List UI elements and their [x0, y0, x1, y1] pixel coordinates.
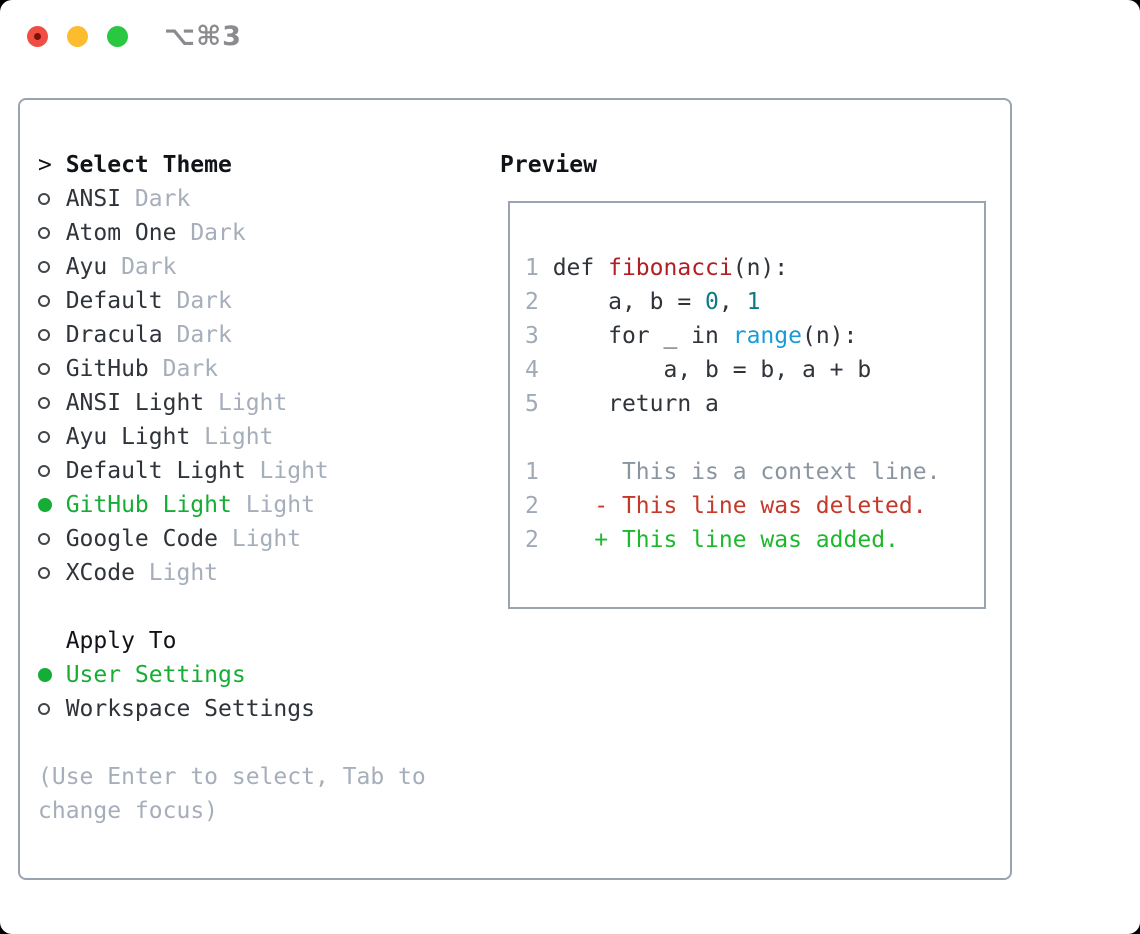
radio-icon	[38, 261, 50, 273]
theme-name: XCode	[65, 560, 135, 586]
radio-icon	[38, 533, 50, 545]
theme-name: Ayu	[65, 254, 108, 280]
line-number: 5	[525, 391, 539, 417]
theme-option-github-light[interactable]: GitHub Light Light	[38, 488, 426, 522]
radio-icon	[38, 295, 50, 307]
apply-option-label: User Settings	[65, 662, 246, 688]
preview-line: 4 a, b = b, a + b	[525, 357, 872, 383]
theme-variant-label: Dark	[121, 254, 177, 280]
preview-line: 2 a, b = 0, 1	[525, 289, 761, 315]
theme-option-xcode[interactable]: XCode Light	[38, 556, 426, 590]
close-dot-icon	[34, 33, 41, 40]
minimize-button[interactable]	[67, 26, 88, 47]
theme-variant-label: Light	[204, 424, 274, 450]
preview-line: 2 - This line was deleted.	[525, 493, 927, 519]
theme-variant-label: Light	[148, 560, 219, 586]
radio-icon	[38, 465, 50, 477]
theme-name: GitHub	[65, 356, 149, 382]
line-number: 1	[525, 255, 539, 281]
theme-variant-label: Dark	[162, 356, 219, 382]
theme-name: ANSI Light	[65, 390, 205, 416]
theme-variant-label: Light	[259, 458, 329, 484]
radio-icon	[38, 227, 50, 239]
apply-to-header: Apply To	[38, 624, 426, 658]
radio-selected-icon	[38, 668, 52, 682]
theme-variant-label: Dark	[190, 220, 246, 246]
theme-option-github[interactable]: GitHub Dark	[38, 352, 426, 386]
theme-option-default[interactable]: Default Dark	[38, 284, 426, 318]
preview-column: Preview 1 def fibonacci(n): 2 a, b = 0, 1…	[500, 148, 1000, 609]
line-number: 2	[525, 493, 539, 519]
theme-name: Google Code	[65, 526, 219, 552]
line-number: 2	[525, 289, 539, 315]
theme-variant-label: Dark	[176, 322, 232, 348]
apply-option-label: Workspace Settings	[65, 696, 315, 722]
titlebar: ⌥⌘3	[0, 0, 1140, 74]
radio-icon	[38, 567, 50, 579]
theme-variant-label: Light	[218, 390, 288, 416]
radio-selected-icon	[38, 498, 52, 512]
apply-option-user-settings[interactable]: User Settings	[38, 658, 426, 692]
theme-name: Atom One	[65, 220, 177, 246]
theme-name: GitHub Light	[65, 492, 232, 518]
apply-option-workspace-settings[interactable]: Workspace Settings	[38, 692, 426, 726]
close-button[interactable]	[27, 26, 48, 47]
theme-variant-label: Light	[245, 492, 315, 518]
theme-option-ayu-light[interactable]: Ayu Light Light	[38, 420, 426, 454]
preview-title: Preview	[500, 152, 597, 178]
line-number: 1	[525, 459, 539, 485]
theme-option-ansi[interactable]: ANSI Dark	[38, 182, 426, 216]
theme-name: Default	[65, 288, 163, 314]
help-line-2: change focus)	[38, 798, 219, 824]
help-line-1: (Use Enter to select, Tab to	[38, 764, 426, 790]
theme-name: Ayu Light	[65, 424, 191, 450]
preview-line: 3 for _ in range(n):	[525, 323, 858, 349]
preview-line: 1 This is a context line.	[525, 459, 941, 485]
preview-line: 1 def fibonacci(n):	[525, 255, 789, 281]
preview-box: 1 def fibonacci(n): 2 a, b = 0, 1 3 for _ …	[508, 201, 986, 609]
theme-name: Dracula	[65, 322, 163, 348]
preview-code: 1 def fibonacci(n): 2 a, b = 0, 1 3 for _ …	[510, 203, 984, 557]
radio-icon	[38, 397, 50, 409]
theme-variant-label: Dark	[176, 288, 232, 314]
theme-name: Default Light	[65, 458, 246, 484]
line-number: 3	[525, 323, 539, 349]
line-number: 4	[525, 357, 539, 383]
line-number: 2	[525, 527, 539, 553]
spacer	[38, 590, 426, 624]
theme-variant-label: Dark	[134, 186, 191, 212]
help-text: (Use Enter to select, Tab to change focu…	[38, 760, 426, 828]
preview-line	[525, 421, 984, 455]
prompt-caret-icon: >	[38, 152, 52, 178]
theme-option-default-light[interactable]: Default Light Light	[38, 454, 426, 488]
spacer	[38, 726, 426, 760]
select-theme-header: > Select Theme	[38, 148, 426, 182]
theme-option-ayu[interactable]: Ayu Dark	[38, 250, 426, 284]
radio-icon	[38, 329, 50, 341]
radio-icon	[38, 431, 50, 443]
preview-line: 2 + This line was added.	[525, 527, 899, 553]
theme-variant-label: Light	[231, 526, 302, 552]
radio-icon	[38, 193, 50, 205]
radio-icon	[38, 363, 50, 375]
radio-icon	[38, 703, 50, 715]
theme-option-dracula[interactable]: Dracula Dark	[38, 318, 426, 352]
theme-option-ansi-light[interactable]: ANSI Light Light	[38, 386, 426, 420]
theme-option-google-code[interactable]: Google Code Light	[38, 522, 426, 556]
window-shortcut-label: ⌥⌘3	[164, 21, 242, 52]
apply-to-title: Apply To	[65, 628, 177, 654]
preview-line: 5 return a	[525, 391, 719, 417]
zoom-button[interactable]	[107, 26, 128, 47]
select-theme-title: Select Theme	[65, 152, 232, 178]
theme-name: ANSI	[65, 186, 122, 212]
theme-option-atom-one[interactable]: Atom One Dark	[38, 216, 426, 250]
